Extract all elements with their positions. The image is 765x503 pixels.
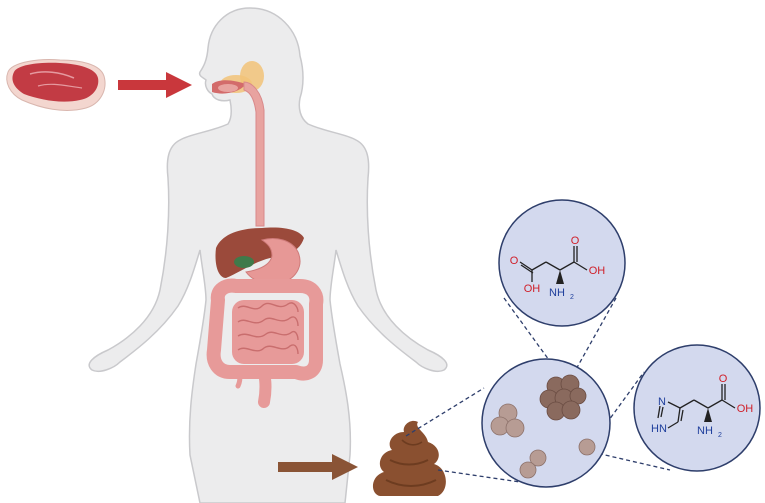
histidine-nh2-subscript: 2 (718, 432, 722, 439)
aspartic-acid-structure (519, 246, 588, 284)
histidine-hn-ring: HN (651, 423, 667, 435)
aspartate-zoom-circle (498, 199, 626, 327)
small-intestine-icon (232, 300, 304, 364)
stool-icon (372, 420, 446, 496)
gallbladder-icon (234, 256, 254, 268)
meat-steak-icon (6, 59, 106, 111)
arrow-excretion (278, 454, 358, 480)
aspartate-nh-label: NH (549, 287, 565, 299)
esophagus-icon (243, 81, 265, 227)
large-intestine-icon (206, 278, 324, 408)
bacterium-icon (490, 403, 596, 479)
histidine-zoom-circle (633, 344, 761, 472)
histidine-nh-label: NH (697, 425, 713, 437)
arrow-food-intake (118, 72, 192, 98)
magnification-lines-stool (405, 387, 521, 483)
aspartate-o-left: O (510, 255, 519, 267)
histidine-n-ring: N (658, 396, 666, 408)
bacteria-cluster-icon (539, 374, 587, 421)
histidine-structure (657, 384, 736, 429)
histidine-o: O (719, 373, 728, 385)
aspartate-o-right: O (571, 235, 580, 247)
histidine-oh: OH (737, 403, 754, 415)
aspartate-oh-right: OH (589, 265, 606, 277)
aspartate-oh-left: OH (524, 283, 541, 295)
magnification-lines-aspartate (503, 297, 617, 381)
aspartate-nh2-subscript: 2 (570, 294, 574, 301)
